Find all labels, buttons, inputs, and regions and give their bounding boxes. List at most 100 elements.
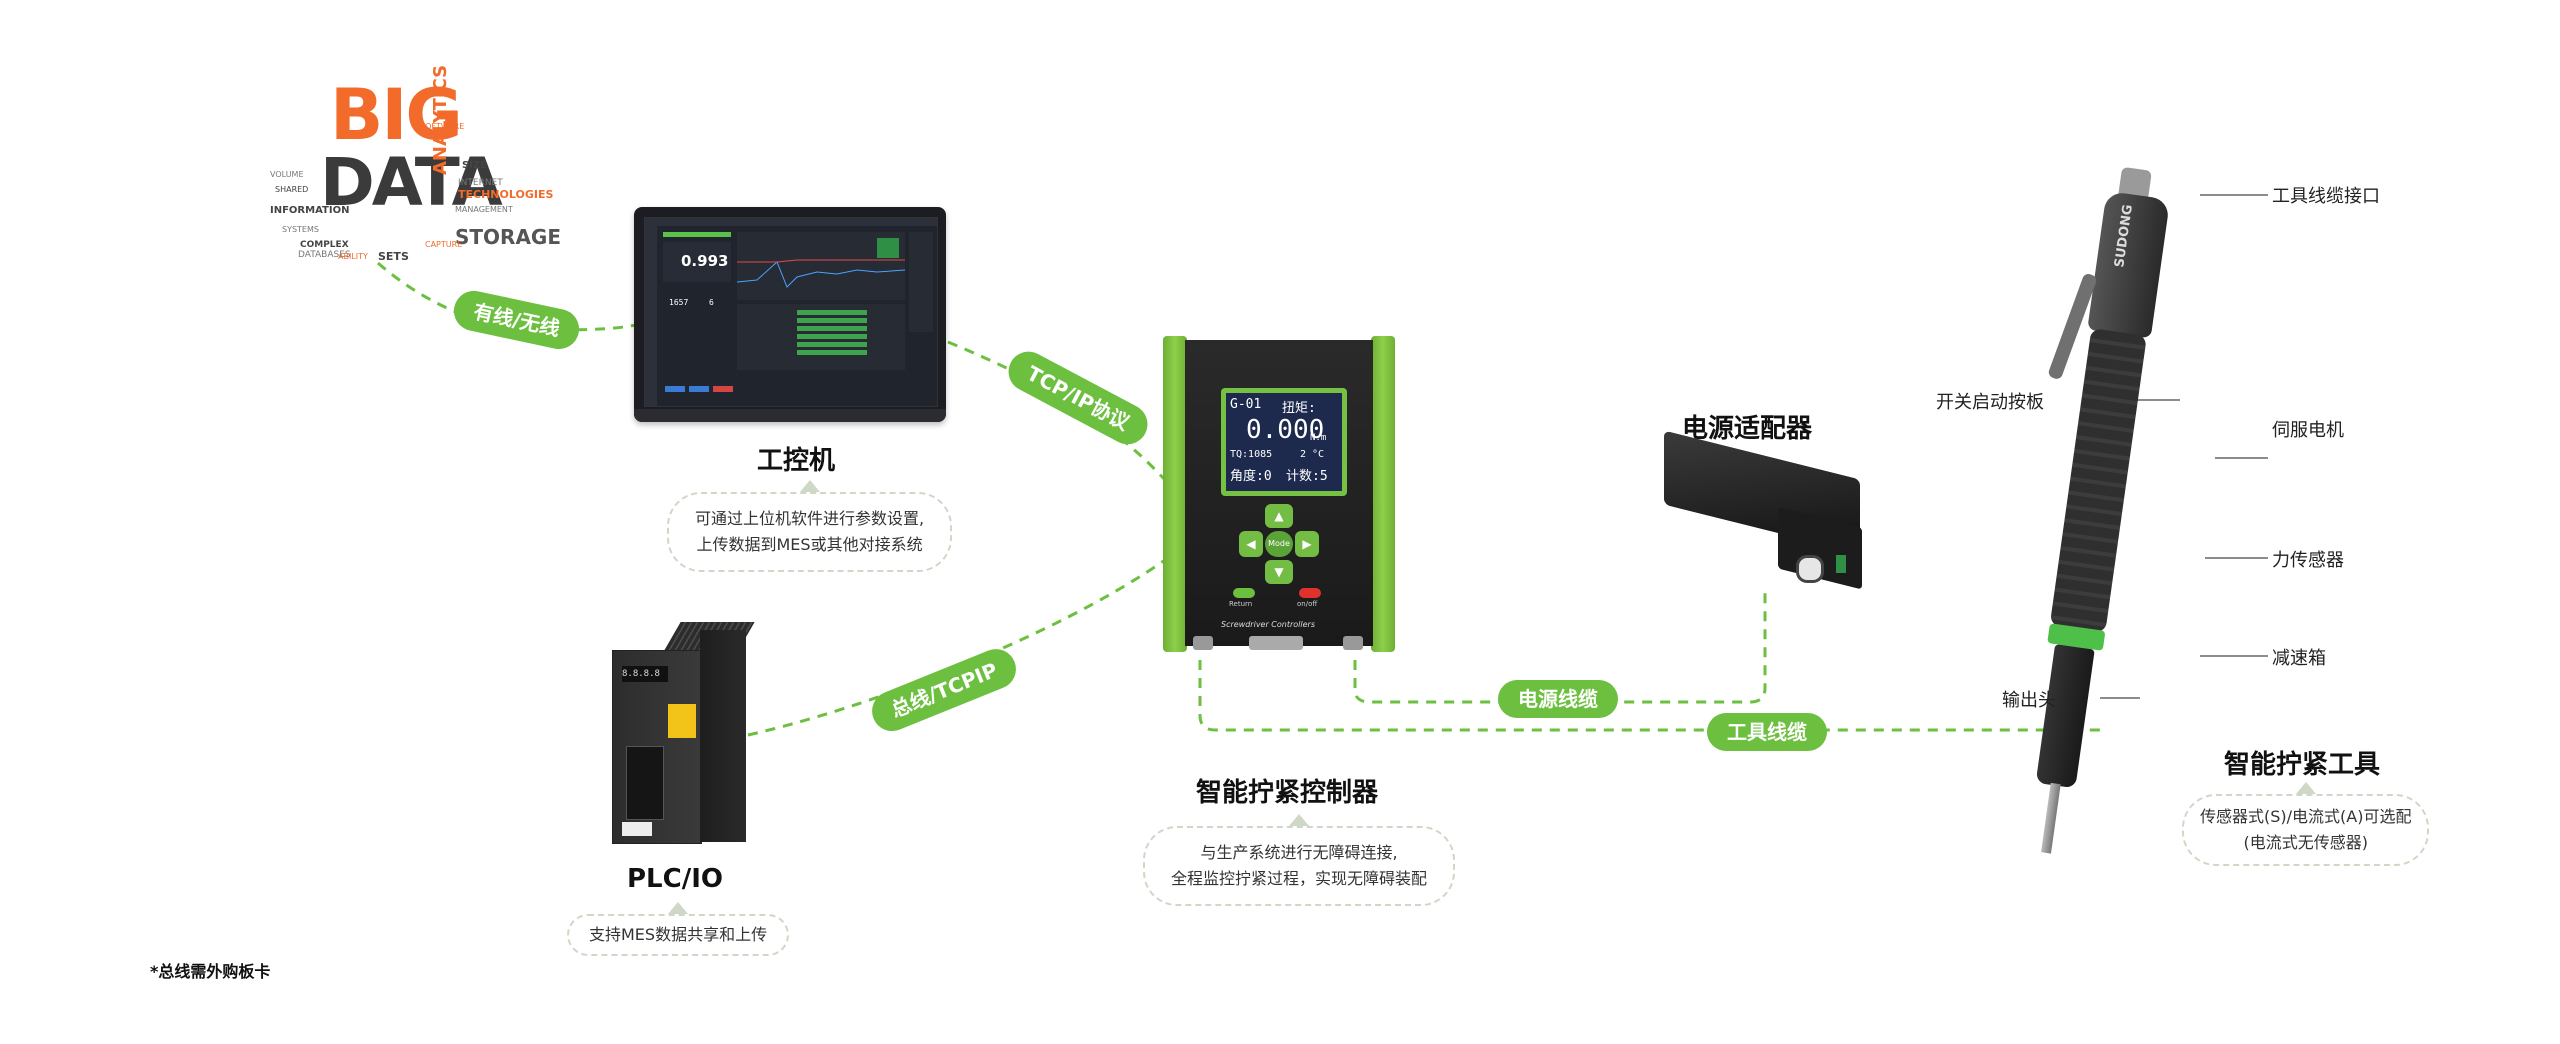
controller-brand-strip: Screwdriver Controllers [1221,620,1316,629]
ipc-value-panel [663,242,731,282]
power-adapter [1660,430,1870,595]
lcd-line-2: 扭矩: [1282,401,1316,416]
tool-label-force-sensor: 力传感器 [2272,550,2344,571]
word-data: DATA [320,144,503,221]
word-sets: SETS [378,250,409,263]
ipc-screen-value: 0.993 [681,252,729,270]
lcd-line-4: 2 °C [1300,449,1325,460]
word-systems: SYSTEMS [282,225,319,234]
link-plc-controller [747,558,1166,737]
controller-title: 智能拧紧控制器 [1196,778,1379,808]
ipc-description-line-1: 可通过上位机软件进行参数设置, [695,509,925,528]
word-technologies: TECHNOLOGIES [458,188,554,201]
controller-connector-left [1193,636,1213,650]
return-button[interactable] [1233,588,1255,598]
controller-connector-mid [1249,636,1303,650]
word-databases: DATABASES [298,250,351,260]
tool-description: 传感器式(S)/电流式(A)可选配 (电流式无传感器) [2182,782,2430,866]
ipc-screen-topbar [645,218,937,226]
footnote: *总线需外购板卡 [150,962,271,981]
word-storage: STORAGE [455,225,562,249]
link-ipc-controller [947,340,1167,482]
big-data-word-cloud: BIG DATA ANALYTICS STORAGE TECHNOLOGIES … [230,65,561,280]
lcd-line-6: 计数:5 [1286,469,1328,484]
plc-device: 8.8.8.8 [612,622,755,844]
ipc-screen: 0.993 1657 6 [644,217,938,407]
tool-description-line-1: 传感器式(S)/电流式(A)可选配 [2200,807,2412,826]
controller-right-rail [1371,336,1395,652]
tool-title: 智能拧紧工具 [2224,750,2381,780]
tool-label-trigger: 开关启动按板 [1936,392,2044,413]
controller-description: 与生产系统进行无障碍连接, 全程监控拧紧过程，实现无障碍装配 [1143,814,1456,906]
plc-warning-label [668,704,696,738]
lcd-line-1: G-01 [1230,397,1262,412]
controller-connector-right [1343,636,1363,650]
word-internet: INTERNET [458,178,503,188]
word-capture: CAPTURE [425,240,463,249]
tool-bit [2041,782,2061,854]
plc-sticker [622,822,652,836]
tool-nose [2035,644,2095,789]
controller-lcd: G-01 扭矩: 0.000 N.m TQ:1085 2 °C 角度:0 计数:… [1221,388,1347,496]
power-adapter-title: 电源适配器 [1682,414,1813,444]
word-analytics: ANALYTICS [430,64,451,175]
plc-terminal-block [626,746,664,820]
dpad-left-button[interactable]: ◀ [1239,531,1263,557]
onoff-button[interactable] [1299,588,1321,598]
plc-display: 8.8.8.8 [622,666,668,682]
ipc-description: 可通过上位机软件进行参数设置, 上传数据到MES或其他对接系统 [667,480,953,572]
lcd-value: 0.000 [1246,415,1325,445]
ipc-screen-count-a: 1657 [669,298,689,307]
lcd-line-5: 角度:0 [1230,469,1272,484]
ipc-screen-count-b: 6 [709,298,714,307]
word-size: SIZE [462,160,488,171]
ipc-table-rows [797,310,867,355]
mode-button[interactable]: Mode [1265,531,1293,557]
dpad-up-button[interactable]: ▲ [1265,504,1293,528]
word-ability: ABILITY [338,252,368,261]
ipc-monitor: 0.993 1657 6 [634,207,946,422]
link-tool-cable [1198,660,2100,732]
tool-label-servo-motor: 伺服电机 [2272,420,2344,441]
ipc-btn-red [713,386,733,392]
dpad-right-button[interactable]: ▶ [1295,531,1319,557]
ipc-btn-blue-1 [665,386,685,392]
ipc-stats-panel [909,232,933,332]
word-big: BIG [330,74,463,156]
ipc-screen-sidebar [645,226,657,406]
ipc-data-table [737,304,905,370]
power-adapter-switch [1836,555,1846,573]
word-volume: VOLUME [270,170,304,179]
controller-description-line-2: 全程监控拧紧过程，实现无障碍装配 [1171,869,1428,888]
tool-description-line-2: (电流式无传感器) [2243,833,2368,852]
link-label-tool-cable: 工具线缆 [1707,713,1827,751]
onoff-label: on/off [1297,600,1318,608]
word-shared: SHARED [275,185,309,194]
ipc-progress-bar [663,232,731,237]
tool-label-gearbox: 减速箱 [2272,648,2326,669]
plc-title: PLC/IO [627,864,723,894]
word-information: INFORMATION [270,205,350,216]
ipc-btn-blue-2 [689,386,709,392]
word-management: MANAGEMENT [455,205,513,214]
dpad-down-button[interactable]: ▼ [1265,560,1293,584]
word-complex: COMPLEX [300,240,349,250]
lcd-line-3: TQ:1085 [1230,449,1273,460]
ipc-graph [736,238,906,288]
controller-left-rail [1163,336,1187,652]
ipc-bezel-bottom [634,409,946,422]
controller-description-line-1: 与生产系统进行无障碍连接, [1200,843,1398,862]
tool-label-output-head: 输出头 [2002,690,2056,711]
plc-side [700,630,746,842]
link-label-power-cable: 电源线缆 [1498,680,1618,718]
plc-description-line-1: 支持MES数据共享和上传 [589,925,768,944]
plc-description: 支持MES数据共享和上传 [567,902,790,956]
ipc-description-line-2: 上传数据到MES或其他对接系统 [696,535,923,554]
power-adapter-socket [1796,555,1824,583]
controller: G-01 扭矩: 0.000 N.m TQ:1085 2 °C 角度:0 计数:… [1163,336,1395,656]
ipc-title: 工控机 [757,446,836,476]
controller-dpad: ▲ ▼ ◀ ▶ Mode [1239,504,1319,584]
ipc-graph-panel [736,232,906,300]
lcd-unit: N.m [1310,433,1327,443]
word-software: SOFTWARE [420,122,465,131]
